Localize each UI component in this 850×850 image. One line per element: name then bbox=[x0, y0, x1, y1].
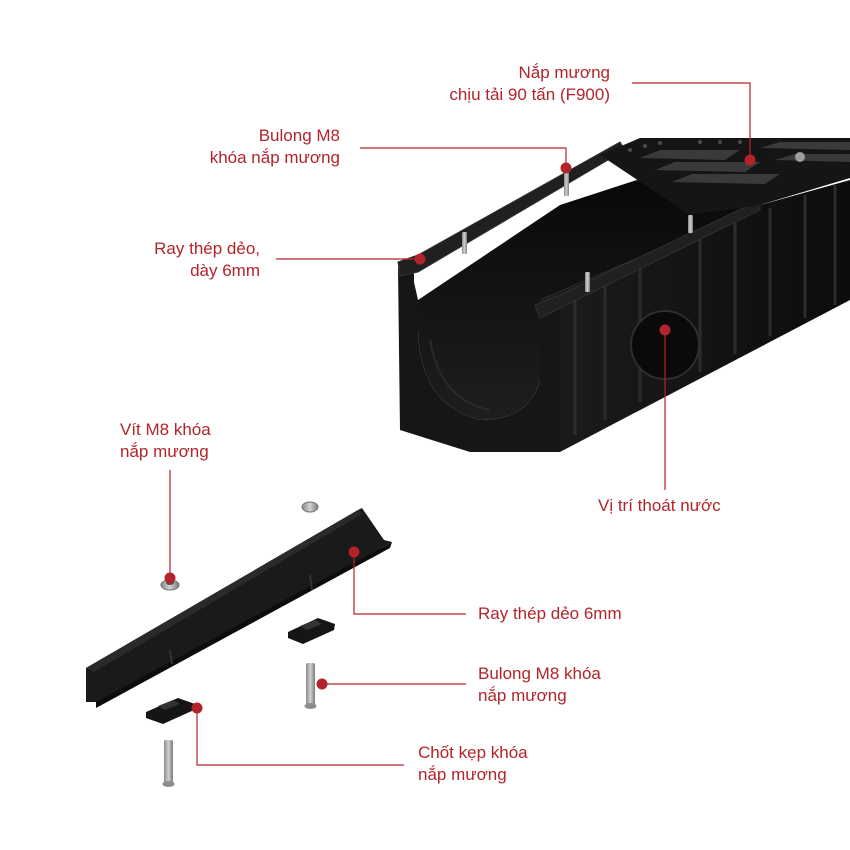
rail-part bbox=[86, 508, 392, 708]
callout-dots bbox=[164, 154, 756, 714]
callout-dot-rail-part bbox=[348, 546, 360, 558]
callout-line-bolt-top bbox=[360, 147, 567, 168]
callout-dot-bolt-part bbox=[316, 678, 328, 690]
grate-bolt-head bbox=[795, 152, 805, 162]
label-bolt-part-line-2: nắp mương bbox=[478, 686, 567, 705]
callout-line-grate bbox=[632, 82, 751, 160]
callout-dot-clip bbox=[191, 702, 203, 714]
callout-dot-bolt-top bbox=[560, 162, 572, 174]
callout-dot-grate bbox=[744, 154, 756, 166]
nut bbox=[301, 501, 319, 513]
bolt-part bbox=[304, 663, 317, 709]
label-drain: Vị trí thoát nước bbox=[598, 495, 798, 517]
label-rail-part: Ray thép dẻo 6mm bbox=[478, 603, 678, 625]
callout-dot-screw bbox=[164, 572, 176, 584]
callout-line-rail-part bbox=[353, 552, 466, 615]
grate-slots bbox=[640, 142, 850, 184]
label-bolt-part: Bulong M8 khóa nắp mương bbox=[478, 663, 678, 707]
channel-side-wall bbox=[540, 180, 850, 452]
channel-right-rail bbox=[534, 199, 761, 319]
drainage-channel bbox=[397, 138, 850, 452]
label-clip-line-1: Chốt kẹp khóa bbox=[418, 743, 528, 762]
label-rail-top: Ray thép dẻo, dày 6mm bbox=[80, 238, 260, 282]
label-drain-line-1: Vị trí thoát nước bbox=[598, 496, 721, 515]
callout-dot-rail-top bbox=[414, 253, 426, 265]
label-bolt-top-line-2: khóa nắp mương bbox=[209, 148, 340, 167]
label-bolt-part-line-1: Bulong M8 khóa bbox=[478, 664, 601, 683]
label-grate: Nắp mương chịu tải 90 tấn (F900) bbox=[400, 62, 610, 106]
label-clip: Chốt kẹp khóa nắp mương bbox=[418, 742, 618, 786]
channel-end-face bbox=[398, 262, 560, 452]
label-rail-top-line-1: Ray thép dẻo, bbox=[154, 239, 260, 258]
grate-bolt-holes bbox=[628, 140, 742, 152]
label-screw-line-1: Vít M8 khóa bbox=[120, 420, 211, 439]
label-bolt-top: Bulong M8 khóa nắp mương bbox=[150, 125, 340, 169]
clip-part bbox=[288, 618, 335, 644]
label-bolt-top-line-1: Bulong M8 bbox=[258, 126, 340, 145]
channel-ribs bbox=[573, 185, 837, 435]
label-grate-line-1: Nắp mương bbox=[518, 63, 610, 82]
rail-bolts bbox=[462, 172, 693, 292]
label-grate-line-2: chịu tải 90 tấn (F900) bbox=[449, 85, 610, 104]
label-screw-line-2: nắp mương bbox=[120, 442, 209, 461]
clip-part-2 bbox=[146, 698, 195, 724]
label-screw: Vít M8 khóa nắp mương bbox=[120, 419, 280, 463]
label-rail-top-line-2: dày 6mm bbox=[190, 261, 260, 280]
callout-line-clip bbox=[196, 708, 404, 766]
label-clip-line-2: nắp mương bbox=[418, 765, 507, 784]
callout-dot-drain bbox=[659, 324, 671, 336]
callouts bbox=[169, 82, 751, 766]
bolt-part-2 bbox=[162, 740, 175, 787]
label-rail-part-line-1: Ray thép dẻo 6mm bbox=[478, 604, 622, 623]
channel-inner-trough bbox=[418, 140, 760, 420]
